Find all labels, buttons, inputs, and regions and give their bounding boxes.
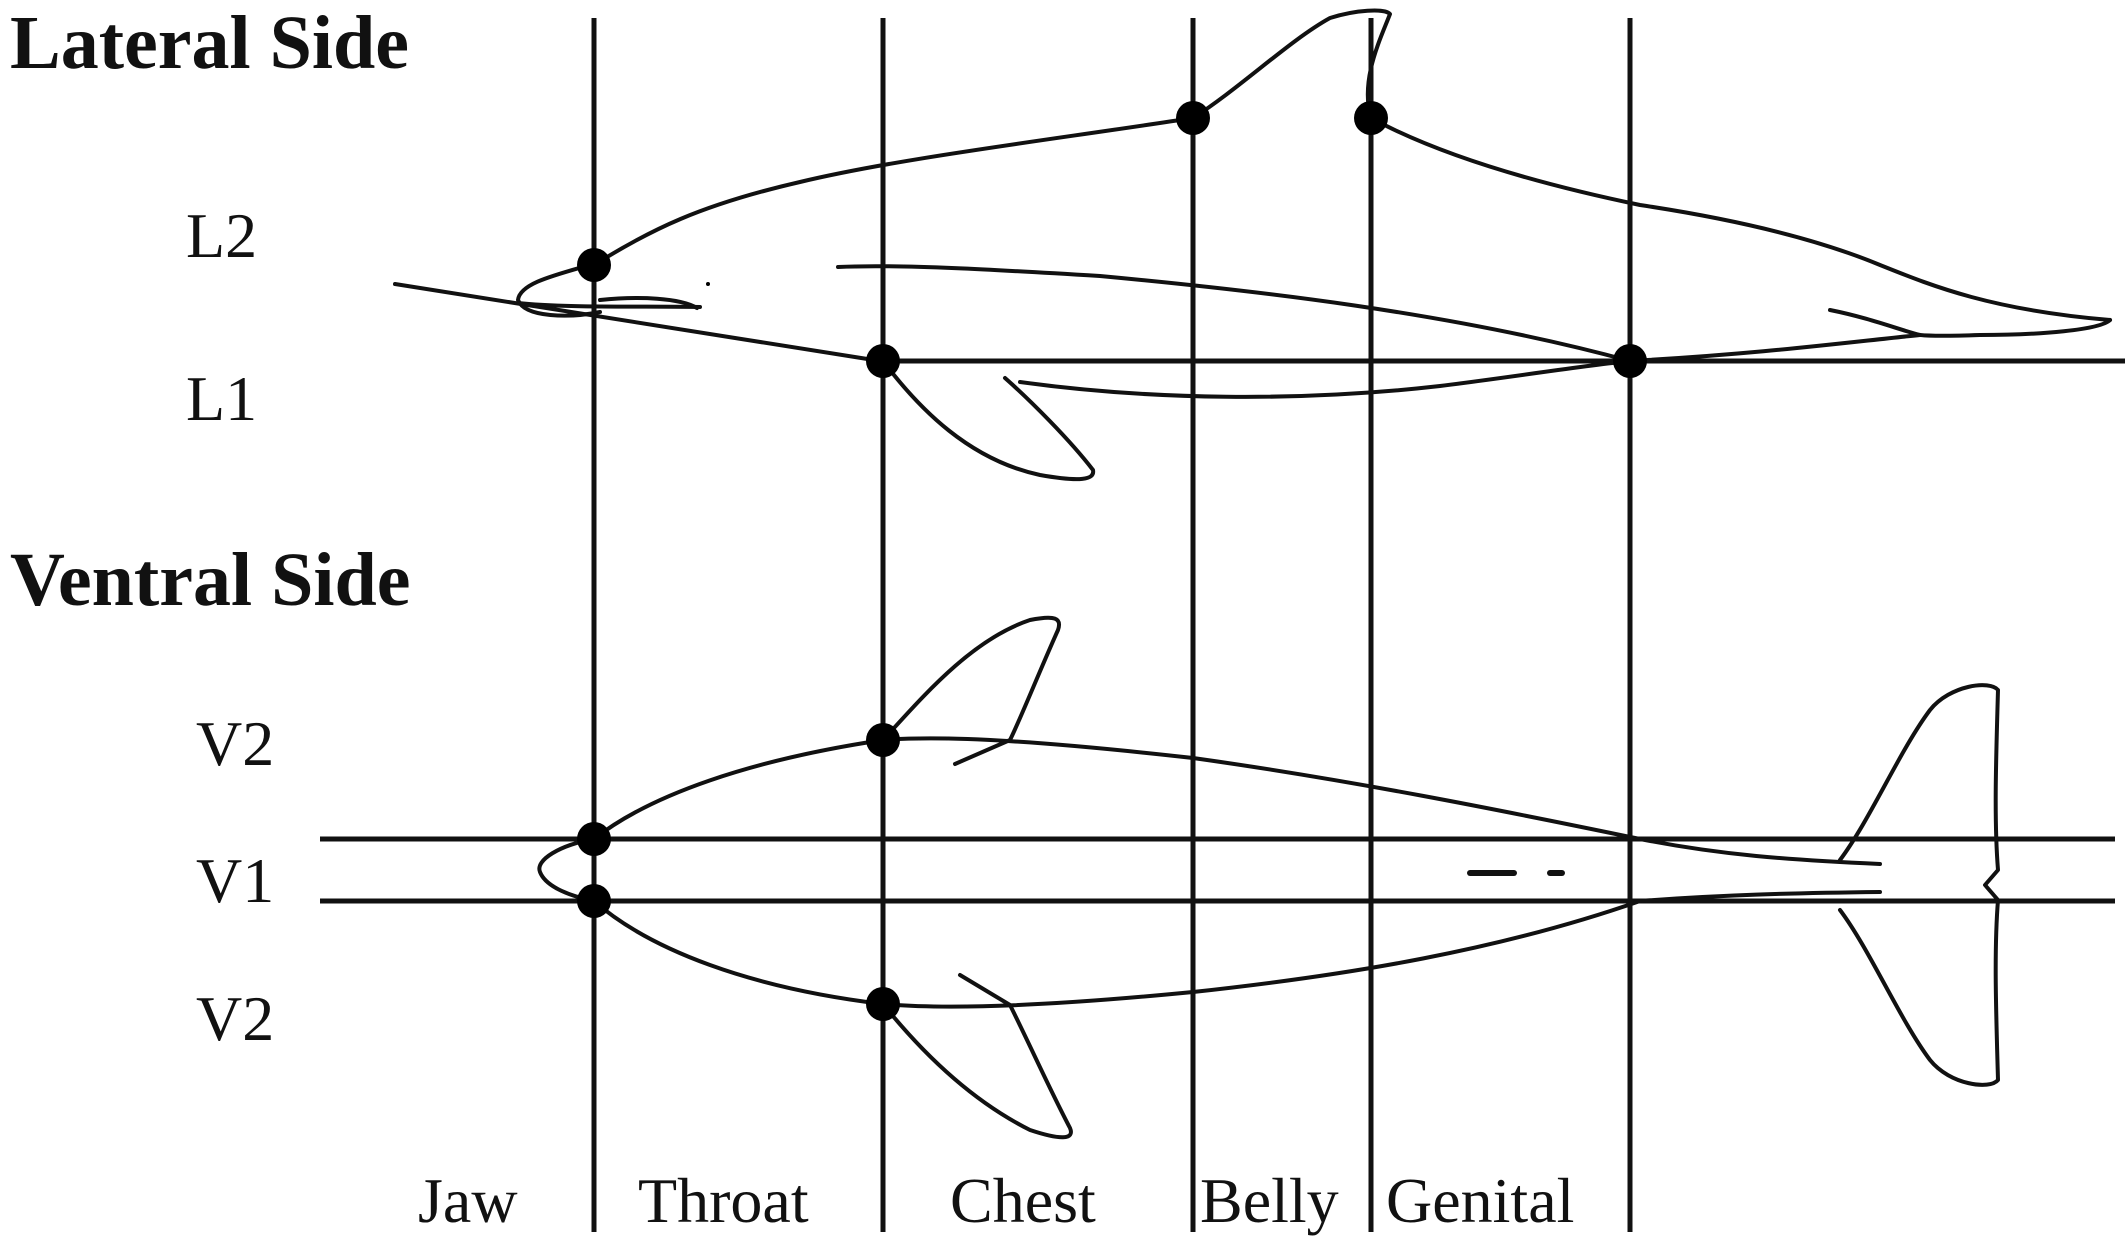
point-v1-upper-jaw <box>577 822 611 856</box>
row-label-l2: L2 <box>186 200 257 271</box>
lateral-side-heading: Lateral Side <box>10 1 409 85</box>
segment-label-belly: Belly <box>1200 1165 1339 1236</box>
lateral-dolphin-outline <box>393 8 2112 482</box>
segment-label-jaw: Jaw <box>418 1165 518 1236</box>
point-l1-genital <box>1613 344 1647 378</box>
segment-label-chest: Chest <box>950 1165 1096 1236</box>
measurement-points <box>577 101 1647 1021</box>
point-l1-throat <box>866 344 900 378</box>
point-v2-top-throat <box>866 723 900 757</box>
row-label-l1: L1 <box>186 363 257 434</box>
segment-label-throat: Throat <box>638 1165 809 1236</box>
ventral-dolphin-outline <box>537 615 2000 1140</box>
row-label-v2-top: V2 <box>196 708 274 779</box>
point-v2-bottom-throat <box>866 987 900 1021</box>
point-dorsal-front <box>1176 101 1210 135</box>
point-v1-lower-jaw <box>577 884 611 918</box>
row-label-v1: V1 <box>196 845 274 916</box>
point-l2-jaw <box>577 248 611 282</box>
ventral-side-heading: Ventral Side <box>10 538 410 622</box>
point-dorsal-back <box>1354 101 1388 135</box>
segment-label-genital: Genital <box>1386 1165 1574 1236</box>
segment-dividers <box>591 18 1633 1232</box>
row-label-v2-bottom: V2 <box>196 983 274 1054</box>
